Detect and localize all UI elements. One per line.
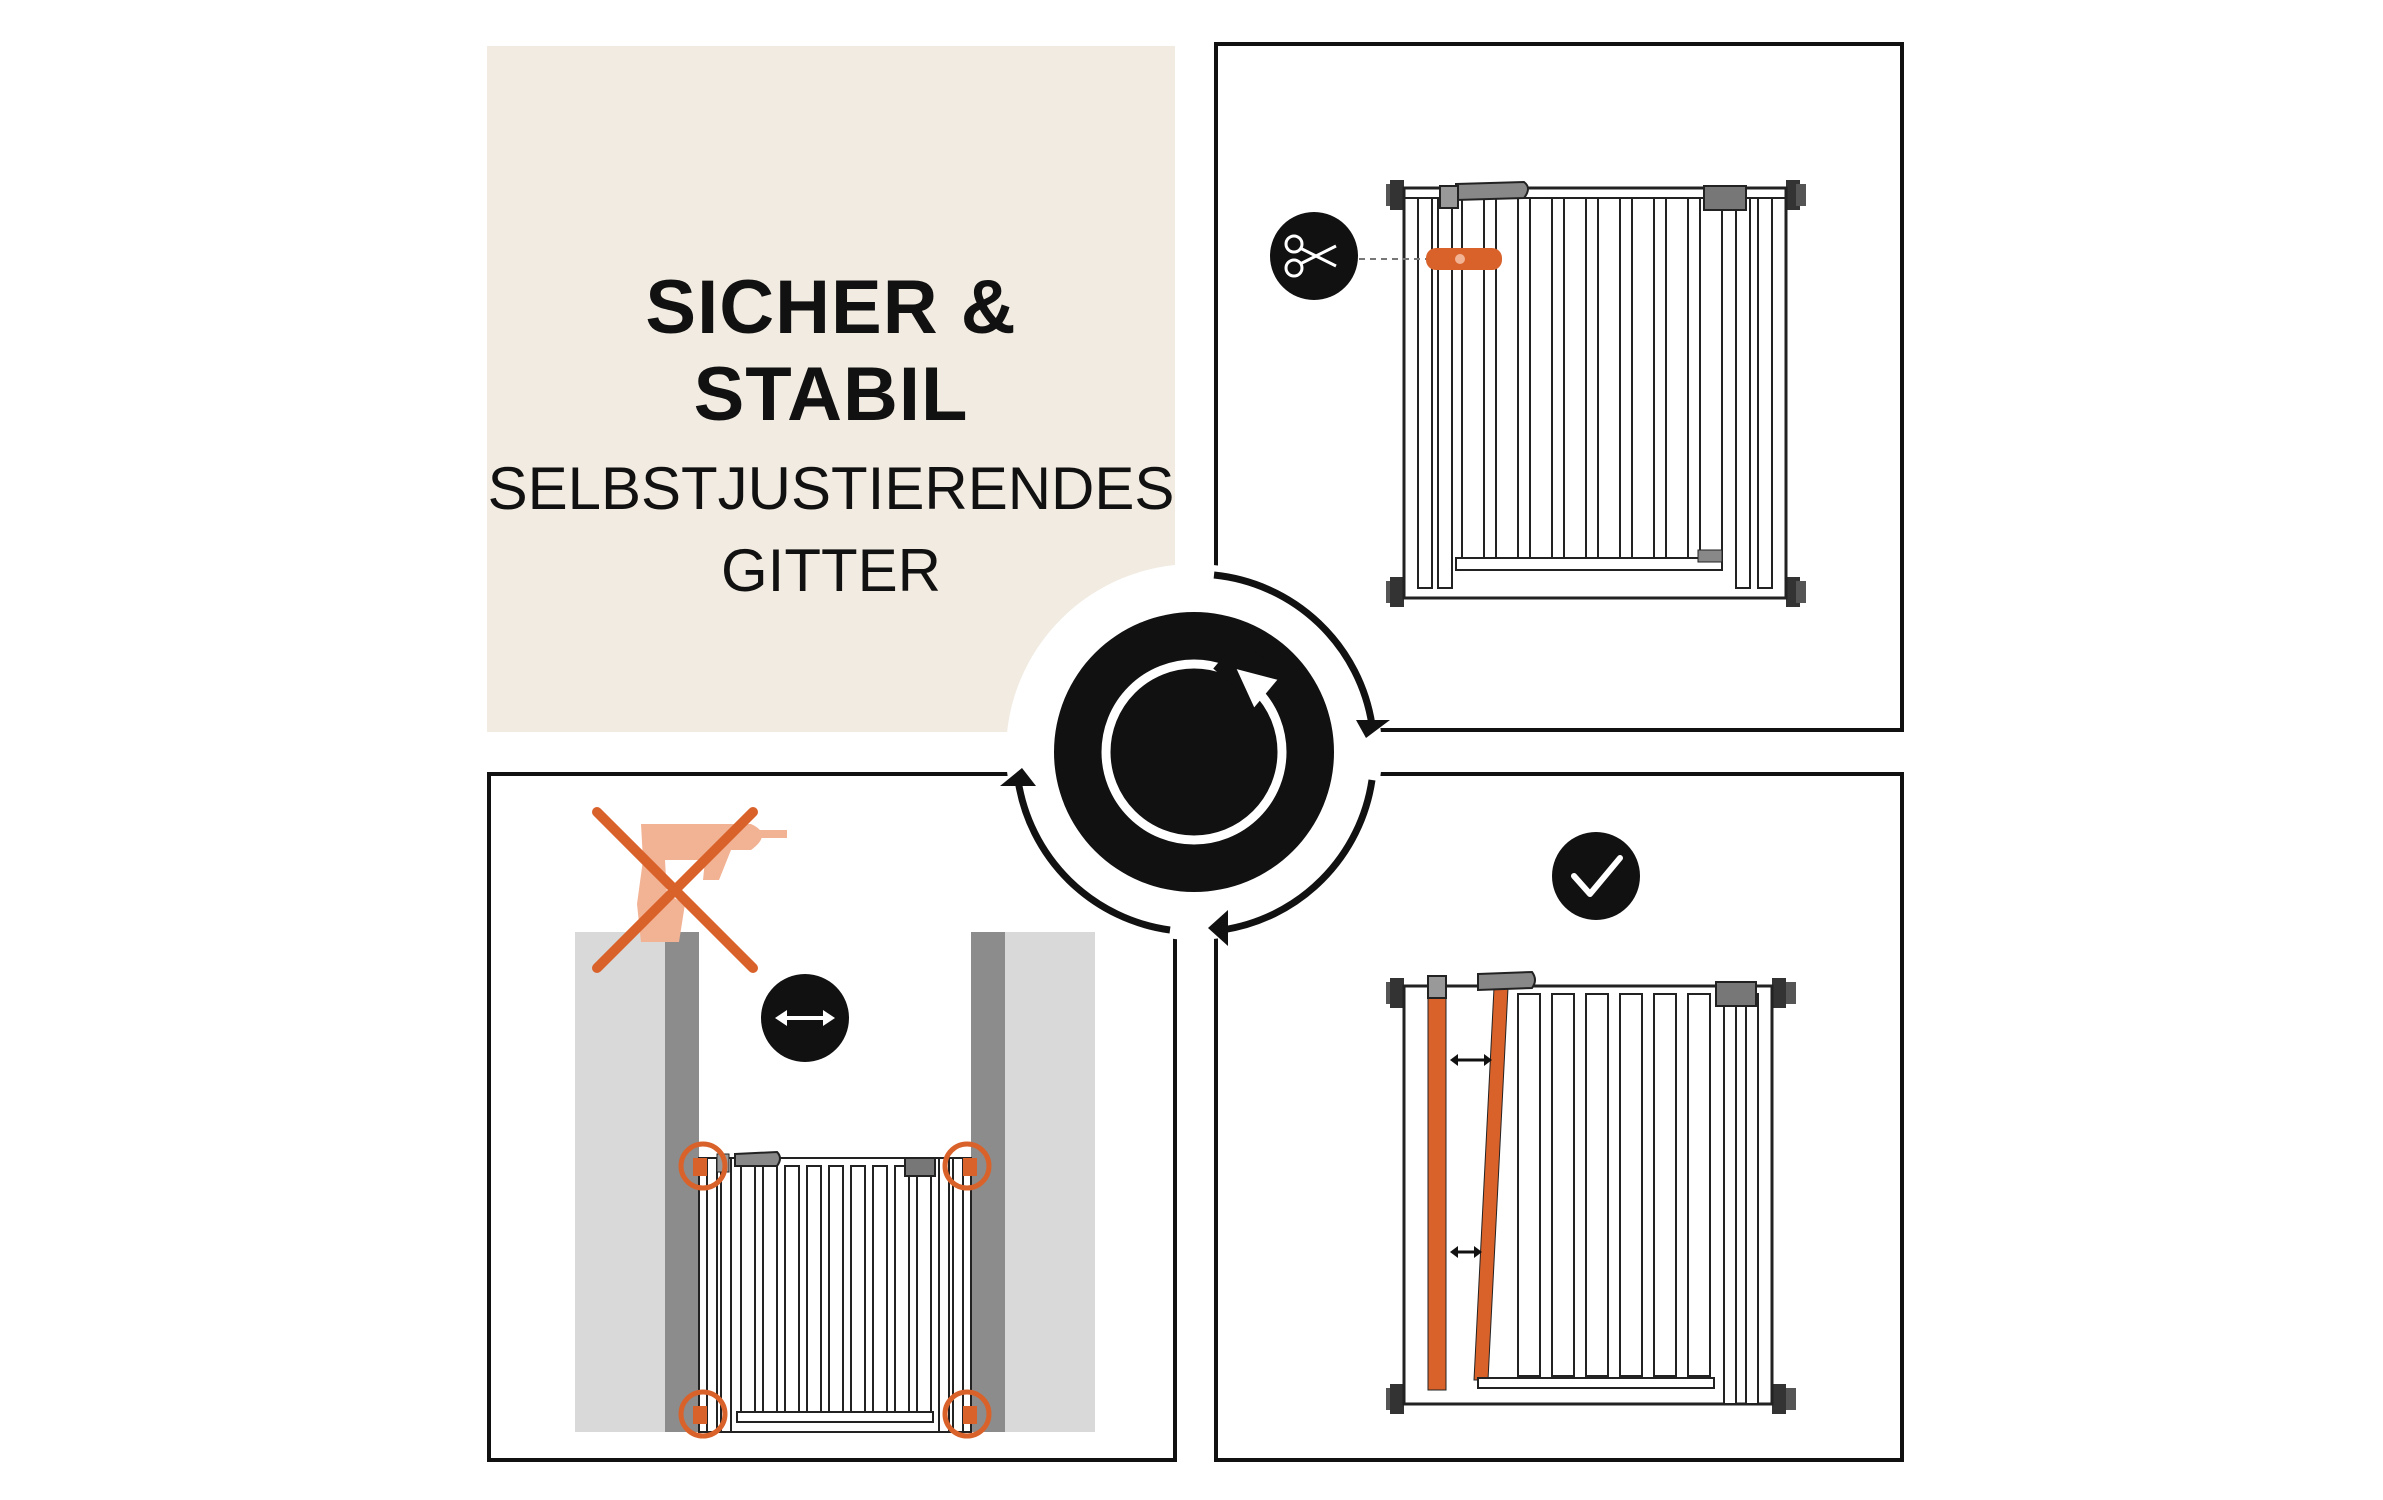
subtitle-line1: SELBSTJUSTIERENDES — [487, 455, 1175, 522]
gate-illustration-adjusting — [1386, 970, 1796, 1414]
checkmark-icon — [1552, 832, 1640, 920]
subtitle-line2: GITTER — [721, 537, 941, 604]
scissors-icon — [1270, 212, 1358, 300]
gate-illustration-top — [1386, 180, 1806, 607]
title-heading-line2: STABIL — [693, 352, 969, 437]
panel-no-drilling — [487, 772, 1177, 1462]
wall-pad-highlights — [678, 1141, 992, 1439]
gate-illustration-installed — [698, 1150, 972, 1433]
title-panel: SICHER & STABIL SELBSTJUSTIERENDES GITTE… — [487, 46, 1175, 732]
panel-cut-strip — [1214, 42, 1904, 732]
panel-self-adjusting — [1214, 772, 1904, 1462]
no-drill-icon — [592, 807, 787, 973]
title-heading-line1: SICHER & — [645, 265, 1017, 350]
double-arrow-icon — [761, 974, 849, 1062]
